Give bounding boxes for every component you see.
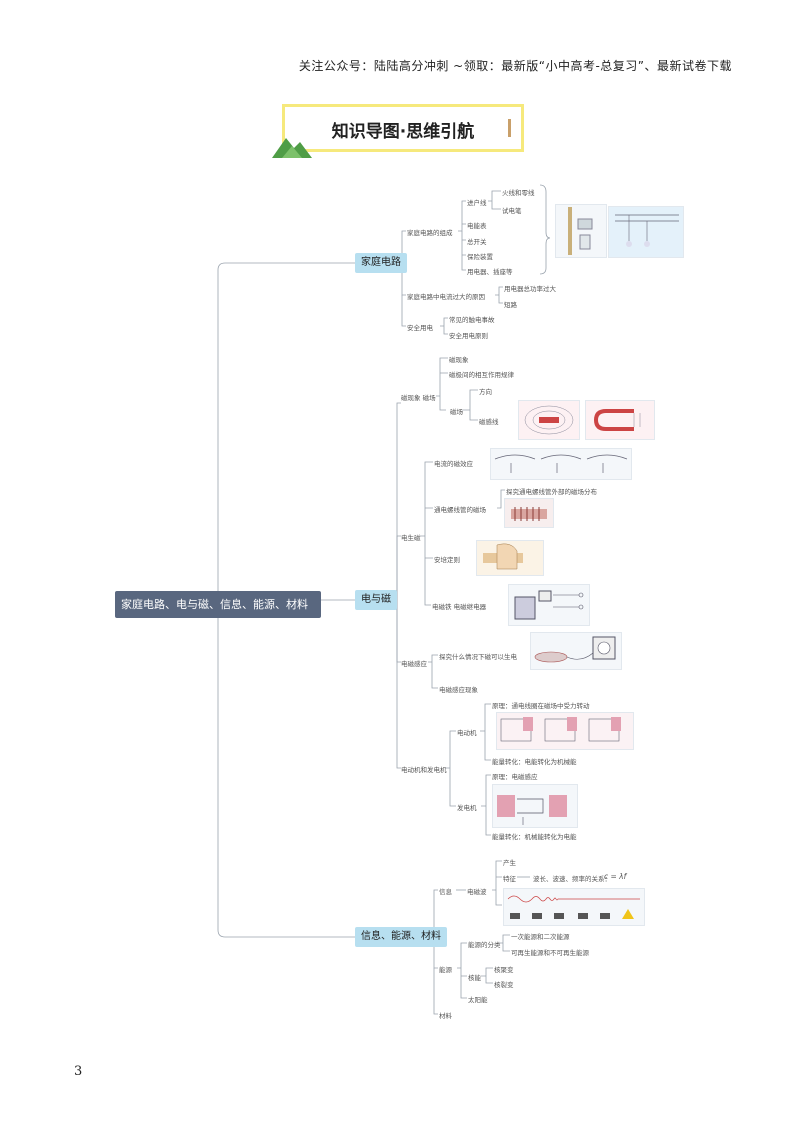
label-energy-classification: 能源的分类 [468,941,501,949]
label-meter: 电能表 [467,222,487,230]
ampere-rule-image [476,540,544,576]
motor-image [496,712,634,750]
label-test-pen: 试电笔 [502,207,522,215]
label-wave-formula: c = λf [604,872,627,881]
banner-title: 知识导图·思维引航 [331,122,475,142]
label-materials: 材料 [439,1012,452,1020]
label-current-produces-magnetism: 电生磁 [401,534,421,542]
solenoid-image [504,498,554,528]
title-banner: 知识导图·思维引航 [282,104,524,152]
relay-image [508,584,590,626]
label-solar: 太阳能 [468,996,488,1004]
page-number: 3 [74,1064,83,1079]
label-induction-phenomenon: 电磁感应现象 [439,686,478,694]
branch-info-energy-materials: 信息、能源、材料 [355,927,447,947]
label-main-switch: 总开关 [467,238,487,246]
label-em-induction: 电磁感应 [401,660,427,668]
label-renewable: 可再生能源和不可再生能源 [511,949,589,957]
mountain-icon [272,138,312,158]
circuit-image [555,204,607,258]
label-service-line: 进户线 [467,199,487,207]
label-fission: 核裂变 [494,981,514,989]
page-header: 关注公众号：陆陆高分冲刺 ~领取：最新版“小中高考-总复习”、最新试卷下载 [298,59,732,73]
label-generator-principle: 原理：电磁感应 [492,773,538,781]
branch-electricity-magnetism: 电与磁 [355,590,397,610]
label-overload: 用电器总功率过大 [504,285,556,293]
label-circuit-composition: 家庭电路的组成 [407,229,453,237]
label-induction-explore: 探究什么情况下磁可以生电 [439,653,517,661]
label-safety: 安全用电 [407,324,433,332]
label-shock-accidents: 常见的触电事故 [449,316,495,324]
label-safety-principles: 安全用电原则 [449,332,488,340]
wiring-image [608,206,684,258]
label-wave-relation: 波长、波速、频率的关系： [533,875,611,883]
bar-magnet-field-image [518,400,580,440]
label-motor-principle: 原理：通电线圈在磁场中受力转动 [492,702,590,710]
label-motor-generator: 电动机和发电机 [401,766,447,774]
label-direction: 方向 [479,388,492,396]
label-fusion: 核聚变 [494,966,514,974]
label-generation: 产生 [503,859,516,867]
label-appliances: 用电器、插座等 [467,268,513,276]
root-node: 家庭电路、电与磁、信息、能源、材料 [115,591,321,618]
label-short-circuit: 短路 [504,301,517,309]
label-primary-secondary: 一次能源和二次能源 [511,933,570,941]
label-field: 磁场 [450,408,463,416]
induction-image [530,632,622,670]
label-em-wave: 电磁波 [467,888,487,896]
label-motor: 电动机 [457,729,477,737]
label-features: 特征 [503,875,516,883]
label-nuclear: 核能 [468,974,481,982]
label-pole-interaction: 磁极间的相互作用规律 [449,371,514,379]
label-electromagnet-relay: 电磁铁 电磁继电器 [432,603,487,611]
branch-household-circuit: 家庭电路 [355,253,407,273]
label-solenoid-field: 通电螺线管的磁场 [434,506,486,514]
label-energy: 能源 [439,966,452,974]
generator-image [492,784,578,828]
label-magnetism: 磁现象 [449,356,469,364]
u-magnet-field-image [585,400,655,440]
label-current-magnetic-effect: 电流的磁效应 [434,460,473,468]
label-overcurrent-cause: 家庭电路中电流过大的原因 [407,293,485,301]
label-generator-energy: 能量转化：机械能转化为电能 [492,833,577,841]
label-solenoid-explore: 探究通电螺线管外部的磁场分布 [506,488,597,496]
label-fuse: 保险装置 [467,253,493,261]
label-information: 信息 [439,888,452,896]
label-motor-energy: 能量转化：电能转化为机械能 [492,758,577,766]
label-live-neutral: 火线和零线 [502,189,535,197]
banner-accent-bar [508,119,511,137]
label-field-lines: 磁感线 [479,418,499,426]
label-generator: 发电机 [457,804,477,812]
label-ampere-rule: 安培定则 [434,556,460,564]
oersted-image [490,448,632,480]
em-spectrum-image [503,888,645,926]
label-magnetism-field: 磁现象 磁场 [401,394,436,402]
